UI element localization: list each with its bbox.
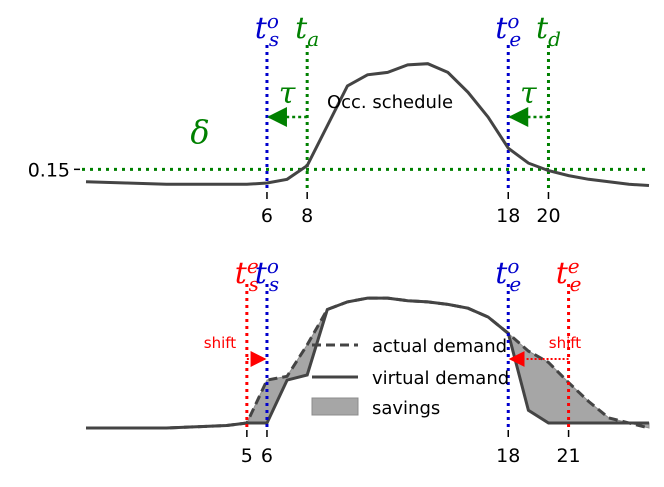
legend-label-actual: actual demand	[372, 336, 507, 357]
legend: actual demand virtual demand savings	[311, 336, 509, 419]
threshold-label: 0.15	[28, 159, 70, 181]
x-tick-label-6: 6	[261, 445, 273, 467]
x-tick-label-5: 5	[241, 445, 253, 467]
shift-label-end: shift	[549, 334, 582, 352]
x-tick-label-18: 18	[496, 445, 520, 467]
legend-label-virtual: virtual demand	[372, 368, 509, 389]
marker-label-t_a: ta	[295, 11, 319, 51]
legend-label-savings: savings	[372, 398, 440, 419]
savings-area	[86, 297, 650, 429]
virtual-demand-line	[86, 296, 649, 430]
tau-arrow-end-label: τ	[520, 76, 537, 111]
shift-label-start: shift	[204, 334, 237, 352]
tau-arrow-start-label: τ	[279, 76, 296, 111]
schedule-annotation: Occ. schedule	[327, 92, 453, 113]
legend-swatch-savings	[311, 397, 359, 416]
x-tick-label-21: 21	[556, 445, 580, 467]
x-tick-label-18: 18	[496, 205, 520, 227]
marker-label-t_d: td	[536, 11, 561, 51]
x-tick-label-8: 8	[301, 205, 313, 227]
x-tick-label-6: 6	[261, 205, 273, 227]
delta-symbol: δ	[190, 113, 209, 151]
x-tick-label-20: 20	[536, 205, 560, 227]
schedule-curve	[85, 62, 650, 187]
